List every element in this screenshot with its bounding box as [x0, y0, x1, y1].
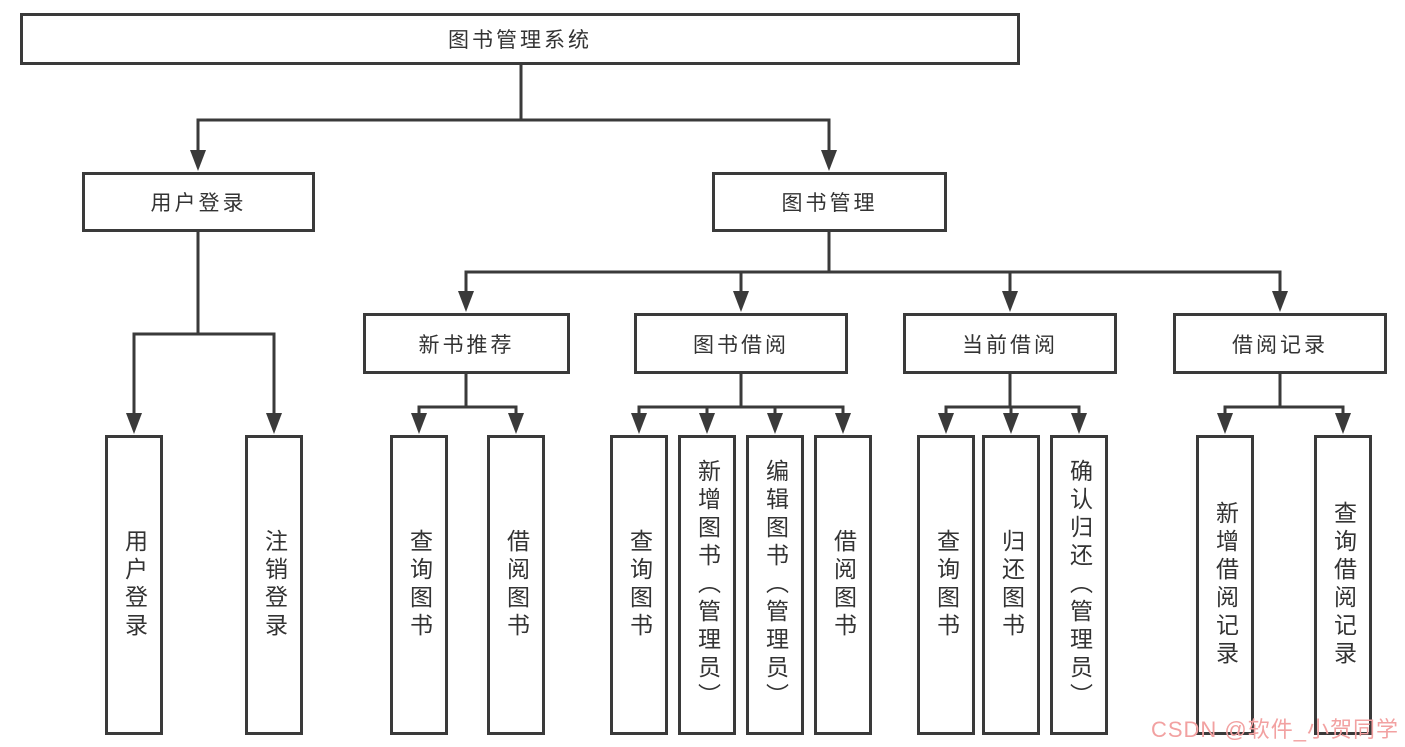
- leaf-label: 归还图书: [998, 529, 1025, 641]
- leaf-label: 查询借阅记录: [1330, 501, 1357, 669]
- leaf-label: 用户登录: [121, 529, 148, 641]
- arrowheads: [126, 150, 1351, 434]
- leaf-box-confirm-return-admin: 确认归还（管理员）: [1050, 435, 1108, 735]
- leaf-box-user-login: 用户登录: [105, 435, 163, 735]
- leaf-label: 注销登录: [261, 529, 288, 641]
- group-box-book-borrow: 图书借阅: [634, 313, 848, 374]
- leaf-label: 查询图书: [933, 529, 960, 641]
- leaf-box-borrow-books: 借阅图书: [814, 435, 872, 735]
- root-box-library-system: 图书管理系统: [20, 13, 1020, 65]
- group-label: 图书借阅: [693, 333, 789, 357]
- leaf-label: 新增图书（管理员）: [694, 459, 721, 711]
- leaf-label: 借阅图书: [503, 529, 530, 641]
- root-label: 图书管理系统: [448, 29, 592, 52]
- group-box-borrow-records: 借阅记录: [1173, 313, 1387, 374]
- branch-label: 图书管理: [781, 192, 878, 215]
- leaf-box-borrow-books: 借阅图书: [487, 435, 545, 735]
- leaf-box-add-borrow-record: 新增借阅记录: [1196, 435, 1254, 735]
- leaf-box-search-books: 查询图书: [917, 435, 975, 735]
- leaf-box-edit-books-admin: 编辑图书（管理员）: [746, 435, 804, 735]
- leaf-box-logout: 注销登录: [245, 435, 303, 735]
- group-box-new-book-recommend: 新书推荐: [363, 313, 570, 374]
- branch-box-user-login: 用户登录: [82, 172, 315, 232]
- leaf-box-return-books: 归还图书: [982, 435, 1040, 735]
- group-box-current-borrow: 当前借阅: [903, 313, 1117, 374]
- leaf-label: 借阅图书: [830, 529, 857, 641]
- watermark-text: CSDN @软件_小贺同学: [1150, 717, 1399, 742]
- leaf-box-add-books-admin: 新增图书（管理员）: [678, 435, 736, 735]
- leaf-box-search-books: 查询图书: [610, 435, 668, 735]
- leaf-label: 编辑图书（管理员）: [762, 459, 789, 711]
- leaf-label: 新增借阅记录: [1212, 501, 1239, 669]
- branch-label: 用户登录: [150, 192, 247, 215]
- leaf-box-search-books: 查询图书: [390, 435, 448, 735]
- leaf-label: 查询图书: [626, 529, 653, 641]
- leaf-label: 确认归还（管理员）: [1066, 459, 1093, 711]
- group-label: 当前借阅: [962, 333, 1058, 357]
- group-label: 借阅记录: [1232, 333, 1328, 357]
- group-label: 新书推荐: [418, 333, 515, 357]
- branch-box-book-management: 图书管理: [712, 172, 947, 232]
- leaf-label: 查询图书: [406, 529, 433, 641]
- leaf-box-search-borrow-record: 查询借阅记录: [1314, 435, 1372, 735]
